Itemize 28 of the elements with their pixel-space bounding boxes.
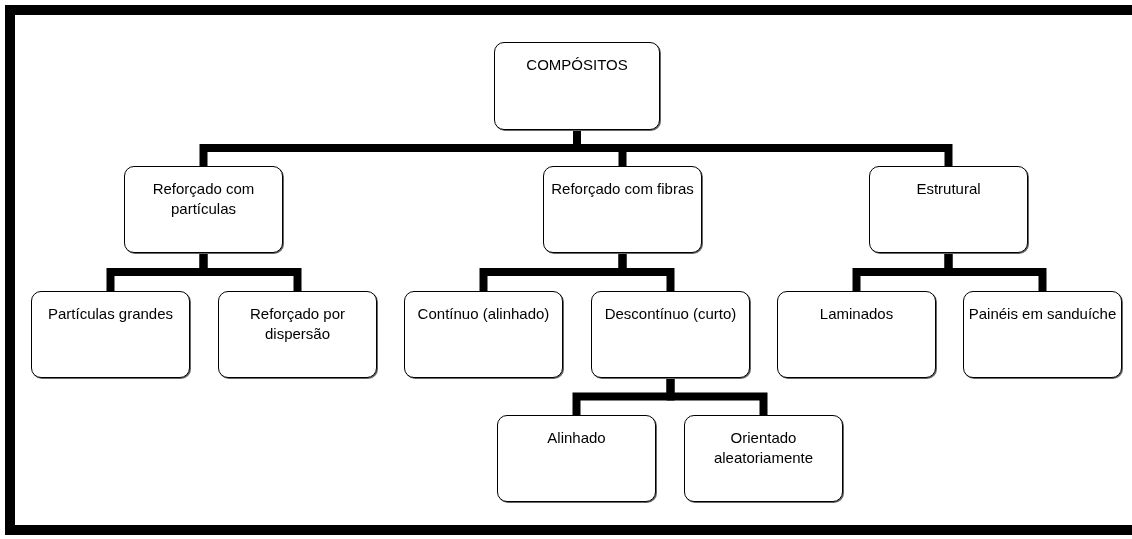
box-label: Reforçado por dispersão (248, 304, 347, 343)
tree-box (684, 415, 843, 502)
tree-box (591, 291, 750, 378)
connector-line (618, 253, 675, 291)
box-label: Laminados (819, 304, 894, 324)
tree-box (497, 415, 656, 502)
connector-line (666, 378, 768, 415)
tree-box (218, 291, 377, 378)
tree-box (31, 291, 190, 378)
tree-box (124, 166, 283, 253)
box-label: Painéis em sanduíche (968, 304, 1117, 324)
box-label: Reforçado com fibras (551, 179, 694, 199)
tree-box (543, 166, 702, 253)
box-label: Reforçado com partículas (151, 179, 256, 218)
connector-line (944, 253, 1047, 291)
box-label: Contínuo (alinhado) (417, 304, 550, 324)
tree-box (963, 291, 1122, 378)
box-label: Orientado aleatoriamente (712, 428, 815, 467)
tree-box (777, 291, 936, 378)
tree-box (404, 291, 563, 378)
box-label: Descontínuo (curto) (604, 304, 737, 324)
connector-line (199, 253, 302, 291)
tree-box (494, 42, 660, 130)
box-label: Estrutural (916, 179, 981, 199)
box-label: Partículas grandes (47, 304, 174, 324)
box-label: COMPÓSITOS (526, 55, 628, 75)
tree-box (869, 166, 1028, 253)
box-label: Alinhado (547, 428, 606, 448)
